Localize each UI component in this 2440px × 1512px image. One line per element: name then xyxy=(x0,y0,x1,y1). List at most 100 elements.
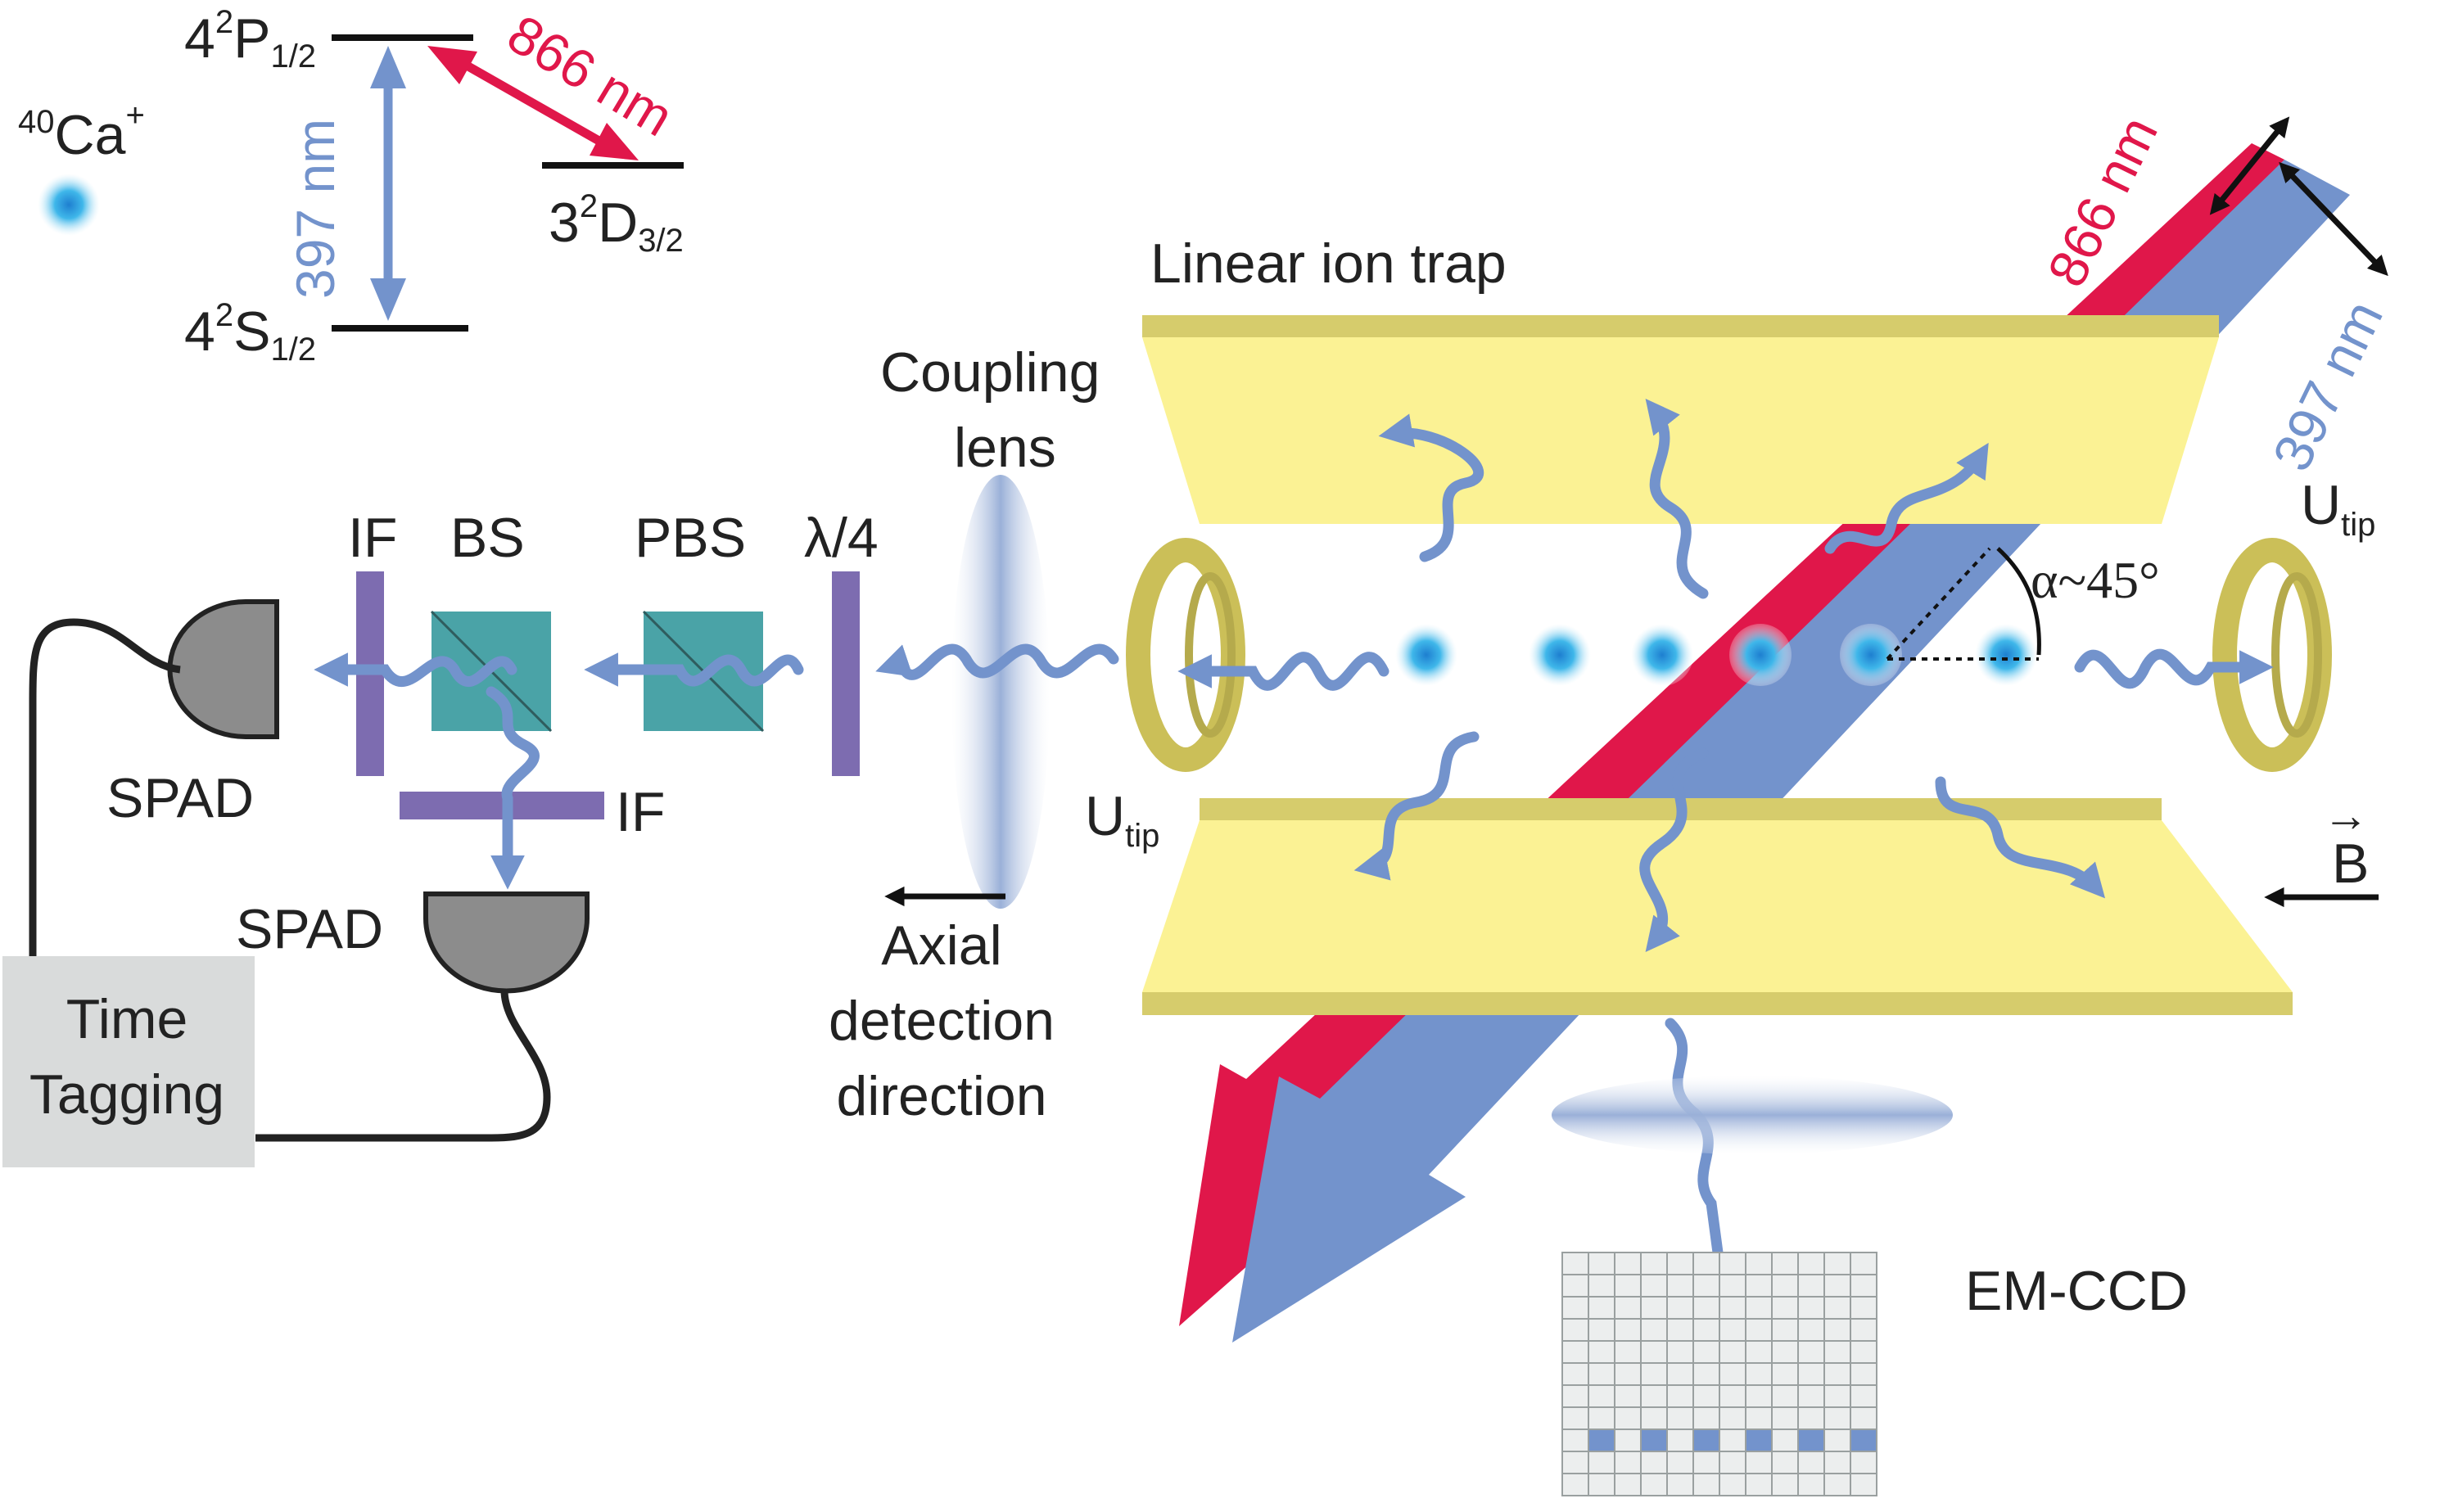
top-electrode xyxy=(1142,337,2219,524)
ccd-pixel xyxy=(1640,1318,1668,1342)
ccd-pixel xyxy=(1719,1451,1746,1474)
ccd-pixel xyxy=(1771,1384,1799,1408)
angle-beam-axis xyxy=(1886,547,1991,661)
ccd-pixel xyxy=(1823,1252,1851,1275)
pbs-label: PBS xyxy=(635,507,746,569)
ccd-pixel-lit xyxy=(1745,1429,1773,1452)
ccd-pixel xyxy=(1561,1429,1589,1452)
ccd-pixel xyxy=(1614,1296,1642,1320)
ccd-pixel xyxy=(1719,1274,1746,1298)
ccd-pixel xyxy=(1745,1318,1773,1342)
photon-arrow xyxy=(1645,398,1709,599)
ccd-pixel xyxy=(1666,1274,1694,1298)
ccd-pixel xyxy=(1692,1451,1720,1474)
photon-arrow xyxy=(1353,731,1480,881)
camera-label: EM-CCD xyxy=(1965,1260,2188,1322)
ccd-pixel xyxy=(1823,1473,1851,1496)
ccd-pixel xyxy=(1692,1406,1720,1430)
ccd-pixel xyxy=(1692,1274,1720,1298)
ccd-pixel xyxy=(1640,1451,1668,1474)
spad-detector-left xyxy=(167,599,279,739)
photon-arrow xyxy=(2074,648,2274,689)
ccd-pixel xyxy=(1745,1473,1773,1496)
ccd-pixel xyxy=(1797,1473,1825,1496)
ccd-pixel xyxy=(1614,1429,1642,1452)
ccd-pixel xyxy=(1666,1451,1694,1474)
field-label: B xyxy=(2332,833,2369,895)
ccd-pixel xyxy=(1640,1296,1668,1320)
ccd-pixel xyxy=(1561,1406,1589,1430)
photon-arrow xyxy=(584,652,804,687)
ccd-pixel xyxy=(1666,1473,1694,1496)
s-level-label: 42S1/2 xyxy=(184,297,316,368)
ccd-pixel xyxy=(1797,1274,1825,1298)
trap-title: Linear ion trap xyxy=(1150,232,1507,295)
ccd-pixel xyxy=(1771,1429,1799,1452)
em-ccd-sensor xyxy=(1561,1252,1877,1496)
ion xyxy=(1631,624,1693,686)
angle-arc xyxy=(1996,547,2041,656)
red-arrowhead-bottom xyxy=(590,123,639,160)
ccd-pixel xyxy=(1771,1252,1799,1275)
spad-bottom-label: SPAD xyxy=(236,898,383,960)
ccd-pixel xyxy=(1614,1340,1642,1364)
ccd-pixel xyxy=(1823,1451,1851,1474)
photon-arrow xyxy=(1824,442,1989,554)
ccd-pixel xyxy=(1797,1362,1825,1386)
left-endcap-ring xyxy=(1126,538,1245,772)
ccd-pixel xyxy=(1823,1384,1851,1408)
time-tagging-label-line1: Time xyxy=(66,988,188,1050)
ccd-pixel xyxy=(1719,1406,1746,1430)
ccd-pixel xyxy=(1588,1451,1615,1474)
spad-bottom-cable xyxy=(255,990,551,1142)
ccd-pixel xyxy=(1561,1318,1589,1342)
ccd-pixel xyxy=(1797,1451,1825,1474)
red-transition-arrow xyxy=(453,55,610,150)
ccd-pixel xyxy=(1588,1296,1615,1320)
ccd-pixel xyxy=(1719,1473,1746,1496)
ccd-pixel xyxy=(1666,1384,1694,1408)
ccd-pixel xyxy=(1666,1429,1694,1452)
quarter-wave-label: λ/4 xyxy=(804,507,879,569)
axial-label-line2: detection xyxy=(829,990,1055,1052)
ccd-pixel xyxy=(1823,1362,1851,1386)
ccd-pixel xyxy=(1850,1451,1877,1474)
linear-ion-trap: Linear ion trap Utip Utip α~45° → B xyxy=(1085,232,2379,1015)
ccd-pixel-lit xyxy=(1588,1429,1615,1452)
ccd-pixel xyxy=(1640,1362,1668,1386)
coupling-lens-label-line2: lens xyxy=(954,417,1056,479)
bottom-electrode-lip xyxy=(1142,992,2293,1015)
ccd-pixel xyxy=(1850,1406,1877,1430)
coupling-lens-label-line1: Coupling xyxy=(880,341,1100,404)
ccd-pixel xyxy=(1666,1296,1694,1320)
ccd-pixel xyxy=(1850,1362,1877,1386)
ccd-pixel xyxy=(1823,1318,1851,1342)
ccd-pixel xyxy=(1850,1318,1877,1342)
ccd-pixel xyxy=(1823,1340,1851,1364)
ccd-pixel xyxy=(1640,1252,1668,1275)
ccd-pixel-lit xyxy=(1640,1429,1668,1452)
ccd-pixel xyxy=(1797,1406,1825,1430)
quarter-wave-plate xyxy=(832,571,860,776)
ccd-pixel-lit xyxy=(1797,1429,1825,1452)
blue-polarization-arrow xyxy=(2279,161,2388,277)
ccd-pixel xyxy=(1640,1406,1668,1430)
right-endcap-ring xyxy=(2212,538,2332,772)
axial-label-line3: direction xyxy=(836,1065,1046,1127)
spad-left-label: SPAD xyxy=(106,767,254,829)
ccd-pixel xyxy=(1692,1318,1720,1342)
ccd-pixel xyxy=(1797,1296,1825,1320)
ccd-pixel xyxy=(1614,1451,1642,1474)
ccd-pixel xyxy=(1745,1296,1773,1320)
ccd-pixel xyxy=(1745,1451,1773,1474)
ccd-pixel xyxy=(1771,1406,1799,1430)
ion xyxy=(1729,624,1792,686)
ccd-pixel xyxy=(1614,1384,1642,1408)
ccd-pixel xyxy=(1823,1429,1851,1452)
blue-beam-label: 397 nm xyxy=(2261,291,2394,480)
photon-arrow xyxy=(1378,413,1484,562)
ccd-pixel xyxy=(1588,1406,1615,1430)
ccd-pixel xyxy=(1745,1274,1773,1298)
